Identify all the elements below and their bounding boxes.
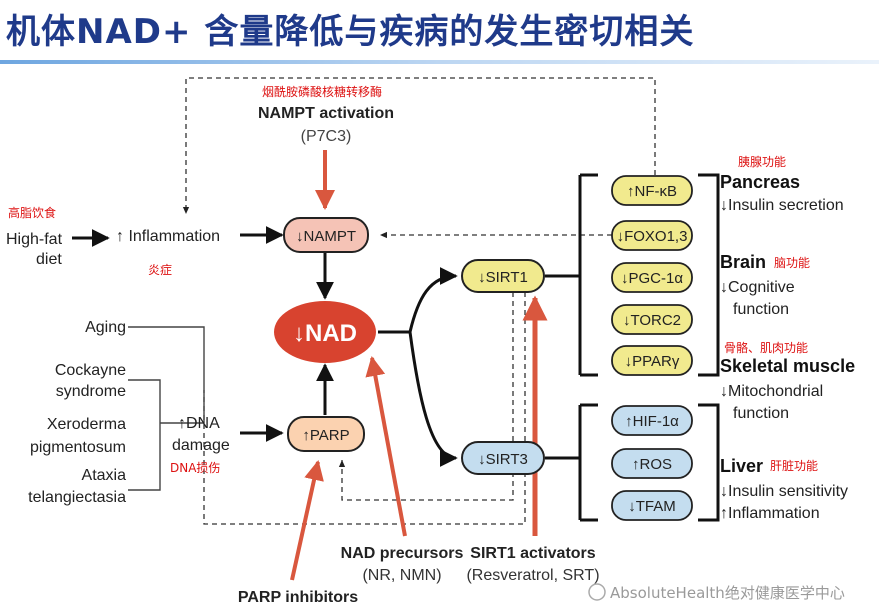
sirt1-node-label: ↓SIRT1 — [478, 269, 528, 286]
nad-node — [274, 301, 376, 363]
cockayne-label-line2: syndrome — [56, 383, 126, 400]
high-fat-label-line2: diet — [36, 251, 62, 268]
inflammation-cn-label: 炎症 — [148, 262, 172, 277]
target-pill-pgc1a — [611, 262, 693, 293]
liver-cn-label: 肝脏功能 — [770, 458, 818, 473]
sirt1-activators-label: SIRT1 activators — [470, 545, 595, 562]
red-arrow-nad-precursors — [365, 356, 407, 537]
target-label-tfam: ↓TFAM — [628, 498, 676, 515]
target-pill-foxo — [611, 220, 693, 251]
sirt1-activators-sub-label: (Resveratrol, SRT) — [466, 567, 599, 584]
xeroderma-label-line2: pigmentosum — [30, 439, 126, 456]
nad-precursors-label: NAD precursors — [341, 545, 464, 562]
inflammation-label: ↑ Inflammation — [116, 228, 220, 245]
nampt-activation-label: NAMPT activation — [258, 105, 394, 122]
sirt3-node — [461, 441, 545, 475]
nad-node-label: ↓NAD — [293, 320, 357, 347]
target-pill-torc2 — [611, 304, 693, 335]
skeletal-effect-line1: ↓Mitochondrial — [720, 383, 823, 400]
target-label-foxo: ↓FOXO1,3 — [617, 228, 688, 245]
nampt-node-label: ↓NAMPT — [296, 228, 356, 245]
skeletal-effect-line2: function — [733, 405, 789, 422]
parp-inhibitors-label: PARP inhibitors — [238, 589, 358, 606]
target-label-pgc1a: ↓PGC-1α — [621, 270, 683, 287]
ataxia-label-line2: telangiectasia — [28, 489, 126, 506]
dna-damage-label-line2: damage — [172, 437, 230, 454]
dna-damage-label-line1: ↑DNA — [178, 415, 220, 432]
sirt1-node — [461, 259, 545, 293]
liver-effect-line2: ↑Inflammation — [720, 505, 820, 522]
ataxia-label-line1: Ataxia — [82, 467, 127, 484]
liver-label: Liver — [720, 456, 763, 476]
liver-effect-line1: ↓Insulin sensitivity — [720, 483, 848, 500]
dashed-loop-top — [182, 77, 656, 214]
target-label-ros: ↑ROS — [632, 456, 672, 473]
target-label-pparg: ↓PPARγ — [625, 353, 680, 370]
parp-node — [287, 416, 365, 452]
dna-causes-bracket — [128, 326, 205, 491]
parp-node-label: ↑PARP — [302, 427, 349, 444]
weibo-logo-icon — [588, 583, 606, 601]
red-arrow-parp-inhibitors — [290, 460, 324, 581]
target-pill-hif1a — [611, 405, 693, 436]
slide-title: 机体NAD+ 含量降低与疾病的发生密切相关 — [6, 12, 695, 52]
sirt3-bracket — [545, 403, 598, 522]
sirt3-targets-bracket — [698, 403, 720, 522]
sirt1-targets-bracket — [698, 173, 720, 377]
brain-label: Brain — [720, 252, 766, 272]
target-pill-pparg — [611, 345, 693, 376]
xeroderma-label-line1: Xeroderma — [47, 416, 126, 433]
brain-cn-label: 脑功能 — [774, 256, 810, 270]
aging-label: Aging — [85, 319, 126, 336]
pancreas-effect-label: ↓Insulin secretion — [720, 197, 844, 214]
arrow-nad-to-sirt1 — [408, 267, 458, 333]
high-fat-label-line1: High-fat — [6, 231, 63, 248]
target-label-nfkb: ↑NF-κB — [627, 183, 677, 200]
watermark-label: AbsoluteHealth绝对健康医学中心 — [610, 584, 845, 602]
nad-precursors-sub-label: (NR, NMN) — [362, 567, 441, 584]
nampt-node — [283, 217, 369, 253]
target-pill-tfam — [611, 490, 693, 521]
target-pill-ros — [611, 448, 693, 479]
pancreas-cn-label: 胰腺功能 — [738, 155, 786, 169]
cockayne-label-line1: Cockayne — [55, 362, 126, 379]
target-label-torc2: ↓TORC2 — [623, 312, 681, 329]
skeletal-muscle-label: Skeletal muscle — [720, 356, 855, 376]
nampt-cn-label: 烟酰胺磷酸核糖转移酶 — [262, 84, 382, 99]
pancreas-label: Pancreas — [720, 172, 800, 192]
sirt1-bracket — [545, 173, 598, 377]
dna-damage-cn-label: DNA损伤 — [170, 461, 220, 475]
high-fat-cn-label: 高脂饮食 — [8, 205, 56, 220]
target-label-hif1a: ↑HIF-1α — [625, 413, 679, 430]
skeletal-cn-label: 骨骼、肌肉功能 — [724, 340, 808, 355]
p7c3-label: (P7C3) — [301, 128, 352, 145]
title-underline — [0, 60, 879, 64]
brain-effect-line2: function — [733, 301, 789, 318]
arrow-nad-to-sirt3 — [408, 331, 458, 467]
dashed-sirt1-to-parp — [338, 292, 514, 501]
sirt3-node-label: ↓SIRT3 — [478, 451, 528, 468]
brain-effect-line1: ↓Cognitive — [720, 279, 795, 296]
target-pill-nfkb — [611, 175, 693, 206]
